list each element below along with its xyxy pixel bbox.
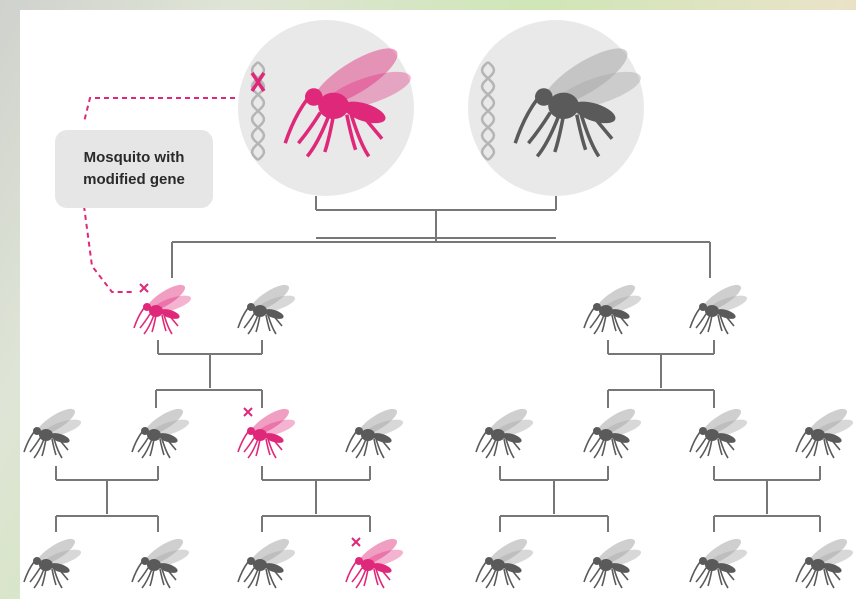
generation-3-mosquito-8	[796, 534, 855, 588]
generation-3-mosquito-7	[690, 534, 749, 588]
generation-2-mosquito-2	[132, 404, 191, 458]
gen1-pair-right	[608, 340, 714, 388]
inheritance-diagram: Mosquito with modified gene	[20, 10, 856, 599]
callout-label: Mosquito with modified gene	[55, 130, 213, 208]
generation-2-mosquito-8	[796, 404, 855, 458]
generation-2-mosquito-4	[346, 404, 405, 458]
generation-2-gene-mark-3	[244, 408, 252, 416]
generation-2-mosquito-1	[24, 404, 83, 458]
generation-2-mosquito-6	[584, 404, 643, 458]
generation-3-mosquito-3	[238, 534, 297, 588]
gen2-pair-3	[500, 466, 608, 514]
callout-line-2: modified gene	[83, 169, 185, 191]
generation-3-mosquito-6	[584, 534, 643, 588]
gen2-pair-1	[56, 466, 158, 514]
gen1-pair-left	[158, 340, 262, 388]
gen2-pair-4	[714, 466, 820, 514]
gen2-to-gen3	[56, 516, 820, 532]
gen2-pair-2	[262, 466, 370, 514]
generation-3-mosquito-5	[476, 534, 535, 588]
diagram-canvas	[20, 10, 856, 599]
generation-3-mosquito-1	[24, 534, 83, 588]
generation-1-mosquito-4	[690, 280, 749, 334]
generation-2-mosquito-7	[690, 404, 749, 458]
gen1-to-gen2	[156, 390, 714, 408]
generation-1-gene-mark-1	[140, 284, 148, 292]
generation-1-mosquito-3	[584, 280, 643, 334]
generation-3-gene-mark-4	[352, 538, 360, 546]
callout-line-1: Mosquito with	[83, 147, 185, 169]
generation-2-mosquito-5	[476, 404, 535, 458]
generation-3-mosquito-2	[132, 534, 191, 588]
generation-1-mosquito-2	[238, 280, 297, 334]
